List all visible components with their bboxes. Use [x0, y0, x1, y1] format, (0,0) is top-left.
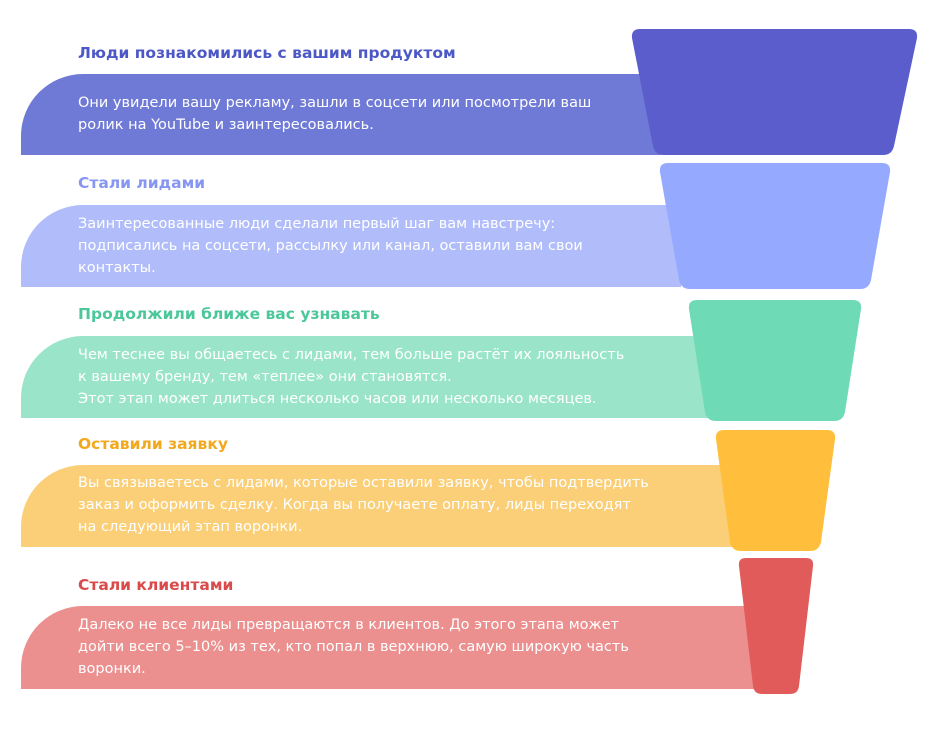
stage-2-title: Стали лидами: [78, 174, 206, 192]
stage-5-line-3: воронки.: [78, 661, 146, 677]
stage-3-line-2: к вашему бренду, тем «теплее» они станов…: [78, 369, 452, 385]
stage-4-description: Вы связываетесь с лидами, которые остави…: [78, 472, 649, 538]
stage-4-band: [21, 465, 741, 547]
stage-4-line-3: на следующий этап воронки.: [78, 519, 303, 535]
stage-4-line-1: Вы связываетесь с лидами, которые остави…: [78, 475, 649, 491]
stage-5-title: Стали клиентами: [78, 576, 234, 594]
stage-1-line-2: ролик на YouTube и заинтересовались.: [78, 117, 374, 133]
stage-1-title: Люди познакомились с вашим продуктом: [78, 44, 456, 62]
stage-3-title: Продолжили ближе вас узнавать: [78, 305, 380, 323]
stage-2-description: Заинтересованные люди сделали первый шаг…: [78, 213, 583, 279]
stage-5-description: Далеко не все лиды превращаются в клиент…: [78, 614, 629, 680]
stage-2-line-3: контакты.: [78, 260, 156, 276]
stage-4-title: Оставили заявку: [78, 435, 228, 453]
funnel-segment-3: [688, 300, 862, 421]
funnel-segment-4: [715, 430, 836, 551]
stage-4-line-2: заказ и оформить сделку. Когда вы получа…: [78, 497, 631, 513]
stage-3-band: [21, 336, 711, 418]
stage-2-line-1: Заинтересованные люди сделали первый шаг…: [78, 216, 556, 232]
funnel-segment-5: [738, 558, 814, 694]
stage-2-band: [21, 205, 681, 287]
stage-3-line-1: Чем теснее вы общаетесь с лидами, тем бо…: [78, 347, 625, 363]
stage-5-band: [21, 606, 761, 689]
stage-2-line-2: подписались на соцсети, рассылку или кан…: [78, 238, 583, 254]
stage-3-description: Чем теснее вы общаетесь с лидами, тем бо…: [78, 344, 624, 410]
stage-5-line-2: дойти всего 5–10% из тех, кто попал в ве…: [78, 639, 629, 655]
stage-1-line-1: Они увидели вашу рекламу, зашли в соцсет…: [78, 95, 592, 111]
funnel-segment-1: [631, 29, 918, 155]
stage-3-line-3: Этот этап может длиться несколько часов …: [78, 391, 597, 407]
stage-1-band: [21, 74, 661, 155]
stage-1-description: Они увидели вашу рекламу, зашли в соцсет…: [78, 92, 591, 136]
stage-5-line-1: Далеко не все лиды превращаются в клиент…: [78, 617, 619, 633]
funnel-segment-2: [659, 163, 891, 289]
